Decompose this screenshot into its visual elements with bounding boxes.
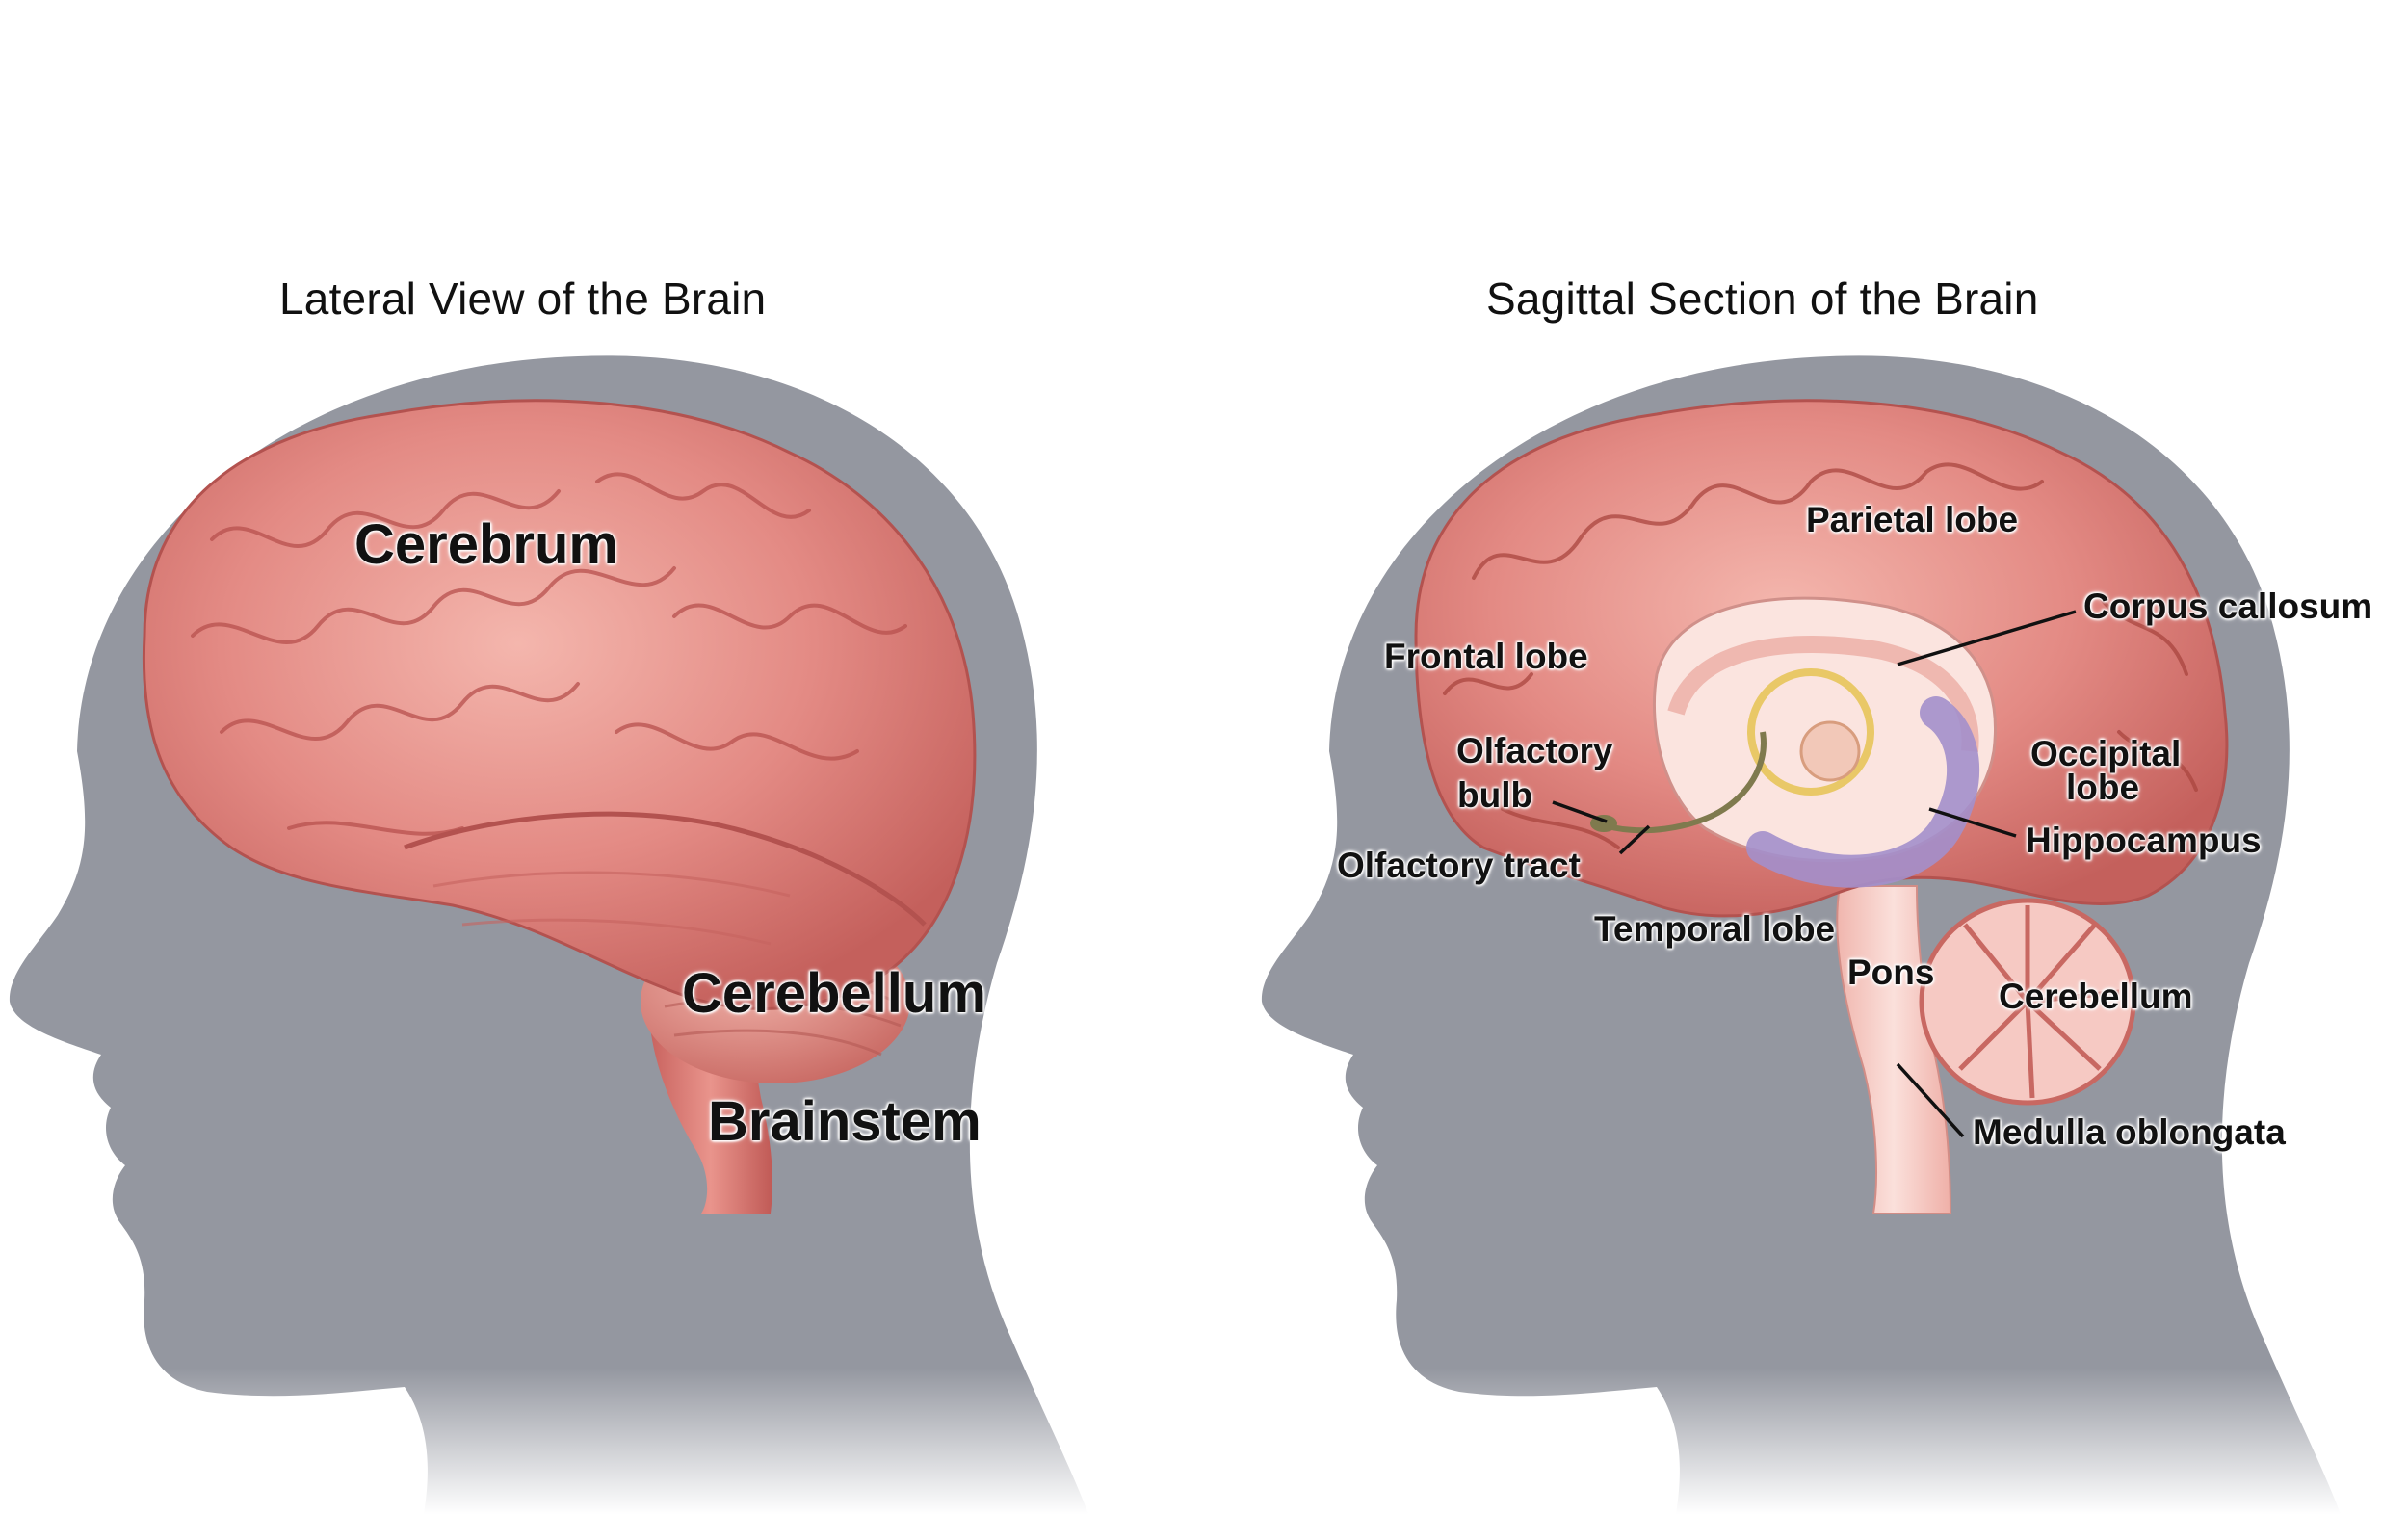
label-occipital-lobe-line2: lobe bbox=[2066, 768, 2140, 807]
leader-olfactory-tract bbox=[1618, 824, 1651, 855]
label-parietal-lobe: Parietal lobe bbox=[1806, 500, 2019, 539]
label-corpus-callosum: Corpus callosum bbox=[2083, 587, 2373, 626]
label-olfactory-bulb-line1: Olfactory bbox=[1456, 731, 1613, 770]
leader-medulla bbox=[1896, 1062, 1965, 1138]
label-cerebellum-sagittal: Cerebellum bbox=[1999, 977, 2193, 1016]
label-temporal-lobe: Temporal lobe bbox=[1594, 909, 1836, 949]
label-cerebellum-lateral: Cerebellum bbox=[682, 962, 986, 1025]
label-medulla-oblongata: Medulla oblongata bbox=[1973, 1112, 2286, 1152]
sagittal-section-title: Sagittal Section of the Brain bbox=[1486, 274, 2039, 324]
hippocampus-shape bbox=[1746, 696, 1980, 888]
leader-olfactory-bulb bbox=[1552, 800, 1608, 823]
label-hippocampus: Hippocampus bbox=[2026, 821, 2262, 860]
leader-hippocampus bbox=[1928, 807, 2017, 838]
label-occipital-lobe-line1: Occipital bbox=[2030, 734, 2182, 773]
label-pons: Pons bbox=[1847, 953, 1935, 992]
left-cerebrum bbox=[142, 399, 977, 1010]
lateral-view-title: Lateral View of the Brain bbox=[279, 274, 767, 324]
leader-corpus-callosum bbox=[1897, 610, 2077, 666]
label-olfactory-tract: Olfactory tract bbox=[1337, 846, 1581, 885]
label-olfactory-bulb-line2: bulb bbox=[1457, 775, 1533, 815]
label-cerebrum-lateral: Cerebrum bbox=[354, 513, 618, 576]
label-frontal-lobe: Frontal lobe bbox=[1384, 637, 1588, 676]
label-brainstem-lateral: Brainstem bbox=[708, 1090, 982, 1153]
